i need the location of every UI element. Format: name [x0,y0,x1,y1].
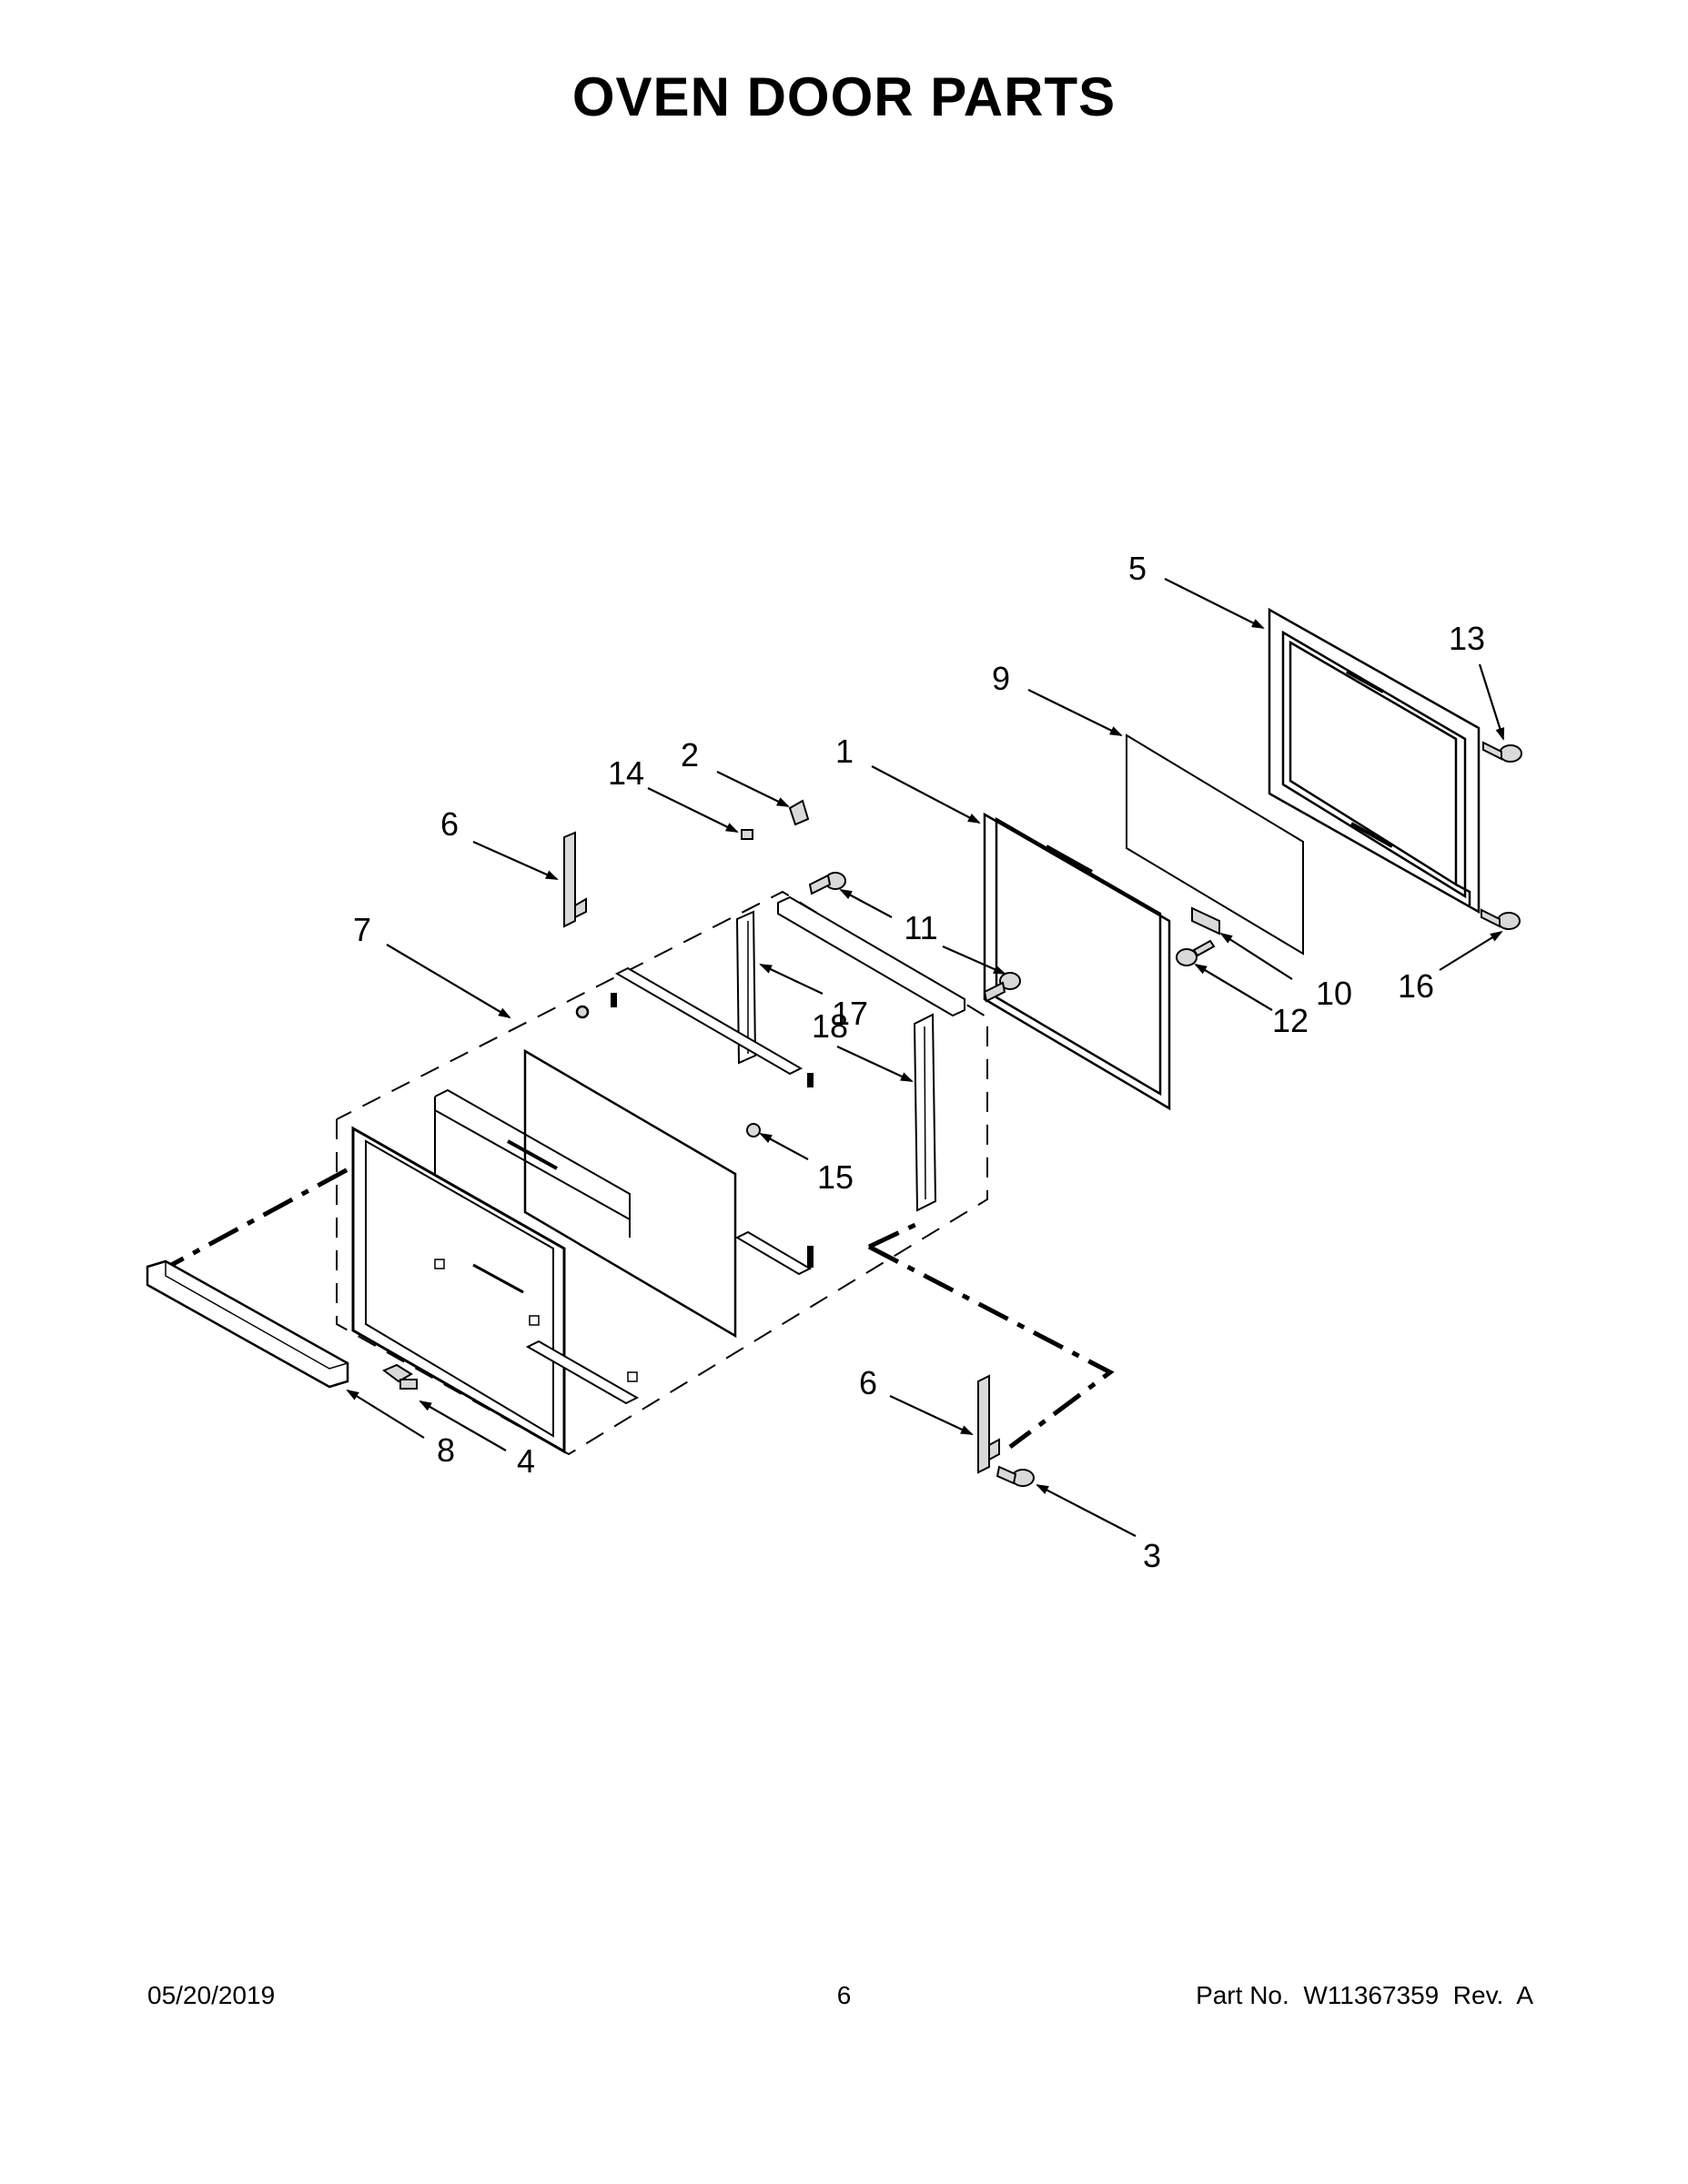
part-16-screw [1481,908,1521,930]
arrow-6-upper [472,840,559,881]
callout-14: 14 [608,754,644,792]
page-title: OVEN DOOR PARTS [571,66,1117,127]
arrow-11-right [942,945,1006,976]
handle-guide-lines [153,1153,1115,1450]
part-11-screw-top [808,872,846,895]
part-2-clip [788,799,810,826]
footer-part-number: Part No. W11367359 Rev. A [1196,1981,1533,2009]
part-8-handle [146,1259,349,1389]
part-9-glass-panel [1126,733,1304,956]
footer-page-number: 6 [836,1981,852,2009]
callout-15: 15 [817,1158,854,1196]
arrow-7 [386,944,511,1019]
part-3-screw [996,1465,1035,1487]
part-6-hinge-upper [563,831,587,928]
callout-11: 11 [904,909,937,946]
arrow-6-lower [889,1395,974,1435]
arrow-11-left [839,889,893,918]
callout-7: 7 [353,911,371,948]
callout-2: 2 [681,736,699,774]
spacer-strips [611,966,814,1276]
arrow-15 [759,1133,809,1160]
arrow-10 [1219,932,1293,980]
arrow-16 [1439,930,1503,971]
callout-labels: 5 13 9 2 1 14 6 7 11 10 16 12 17 18 15 6… [353,550,1485,1574]
callout-16: 16 [1398,967,1434,1005]
arrow-9 [1027,689,1123,736]
arrow-12 [1194,963,1273,1011]
callout-12: 12 [1272,1002,1309,1039]
part-6-hinge-lower [977,1374,1000,1474]
footer-date: 05/20/2019 [147,1981,276,2009]
outer-door-frame [351,1126,566,1454]
part-10-bracket [1191,906,1220,935]
callout-5: 5 [1128,550,1147,587]
leader-arrows [346,578,1505,1537]
arrow-18 [836,1046,914,1082]
callout-3: 3 [1143,1537,1161,1574]
part-12-screw [1176,939,1216,966]
top-channel [777,895,965,1017]
part-1-inner-panel [983,812,1171,1111]
arrow-1 [871,765,981,824]
arrow-2 [716,771,790,807]
assembly-outline [336,890,988,1456]
callout-13: 13 [1449,620,1485,657]
part-14-clip [741,829,753,840]
callout-18: 18 [812,1007,848,1045]
part-13-screw [1482,741,1522,763]
part-17-side-channel [735,910,757,1065]
arrow-3 [1036,1484,1137,1537]
bottom-strip [525,1340,640,1405]
callout-10: 10 [1316,975,1352,1012]
arrow-8 [346,1389,425,1439]
part-15-button [746,1123,761,1138]
callout-4: 4 [517,1442,535,1480]
part-18-side-channel [913,1013,937,1212]
callout-6-lower: 6 [859,1364,877,1401]
part-5-rear-frame [1268,607,1481,915]
arrow-14 [647,787,739,833]
arrow-17 [759,964,824,995]
callout-6-upper: 6 [440,805,459,843]
arrow-13 [1478,663,1505,741]
callout-8: 8 [437,1431,455,1469]
callout-1: 1 [835,733,854,770]
part-4-latch [382,1363,418,1390]
arrow-5 [1164,578,1265,629]
callout-17: 17 [832,995,868,1032]
callout-9: 9 [992,660,1010,697]
part-11-screw-right [983,972,1021,1003]
arrow-4 [419,1400,507,1451]
